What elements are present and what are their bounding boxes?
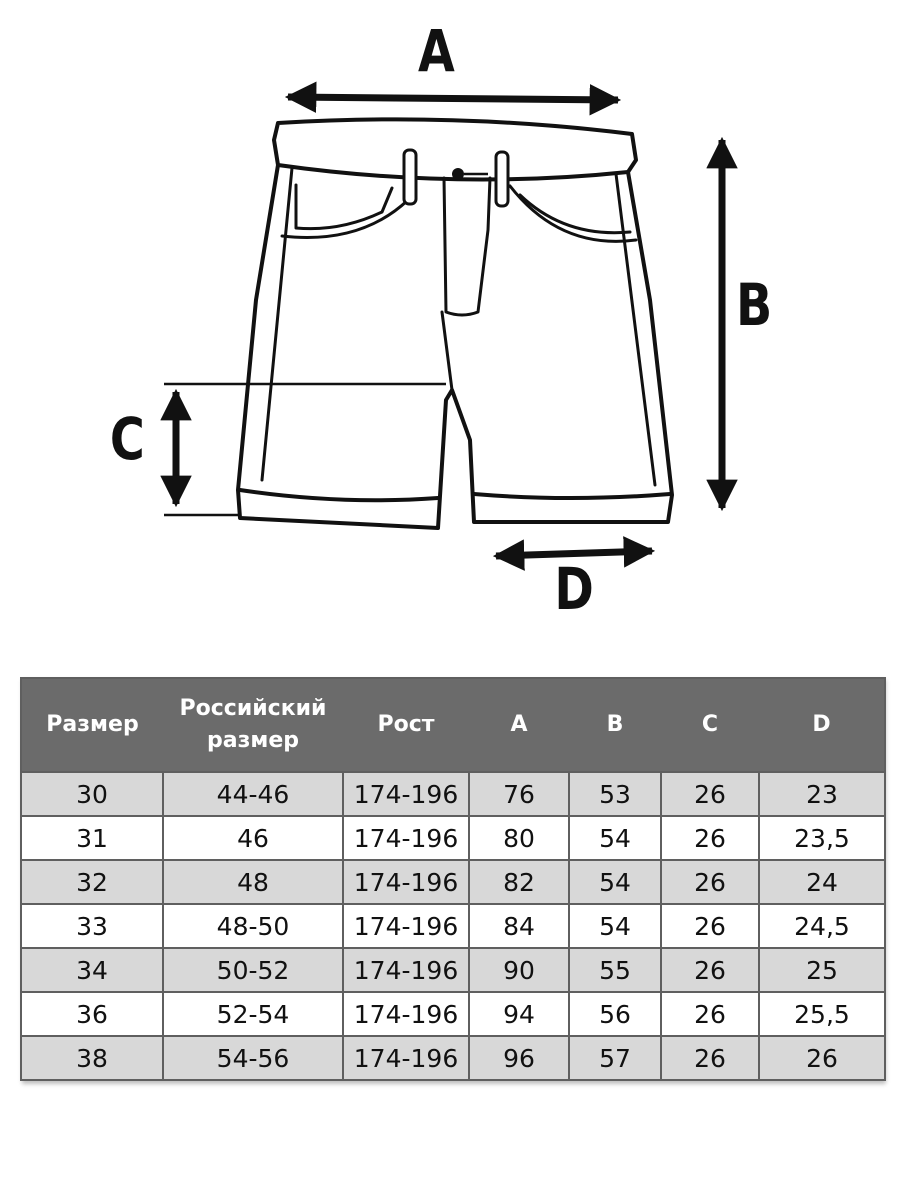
cell-d: 24 [758,859,886,905]
header-d: D [759,678,885,772]
cell-b: 54 [568,815,662,861]
dimension-label-a: A [418,17,455,85]
cell-a: 80 [468,815,570,861]
cell-c: 26 [660,1035,760,1081]
cell-russian-size: 46 [162,815,344,861]
cell-russian-size: 48-50 [162,903,344,949]
dimension-label-d: D [554,555,594,623]
cell-height: 174-196 [342,771,470,817]
cell-c: 26 [660,903,760,949]
cell-russian-size: 50-52 [162,947,344,993]
header-russian-size: Российский размер [163,678,343,772]
cell-size: 32 [20,859,164,905]
cell-a: 94 [468,991,570,1037]
cell-d: 26 [758,1035,886,1081]
size-table: Размер Российский размер Рост A B C D 30… [20,677,886,1081]
cell-d: 23,5 [758,815,886,861]
cell-size: 31 [20,815,164,861]
cell-b: 54 [568,903,662,949]
shorts-measurement-diagram: A B C D [109,17,773,623]
cell-height: 174-196 [342,903,470,949]
header-russian-size-label: Российский размер [179,696,327,753]
cell-size: 33 [20,903,164,949]
cell-d: 25,5 [758,991,886,1037]
table-row: 30 44-46 174-196 76 53 26 23 [20,771,886,817]
cell-size: 30 [20,771,164,817]
table-header-row: Размер Российский размер Рост A B C D [21,678,885,772]
cell-b: 53 [568,771,662,817]
table-row: 33 48-50 174-196 84 54 26 24,5 [20,903,886,949]
cell-c: 26 [660,947,760,993]
cell-height: 174-196 [342,991,470,1037]
cell-height: 174-196 [342,859,470,905]
table-row: 34 50-52 174-196 90 55 26 25 [20,947,886,993]
cell-russian-size: 44-46 [162,771,344,817]
cell-d: 23 [758,771,886,817]
cell-height: 174-196 [342,947,470,993]
cell-russian-size: 54-56 [162,1035,344,1081]
header-size: Размер [21,678,163,772]
cell-a: 84 [468,903,570,949]
header-c: C [661,678,759,772]
cell-c: 26 [660,859,760,905]
dimension-label-b: B [735,271,773,339]
cell-b: 56 [568,991,662,1037]
cell-a: 96 [468,1035,570,1081]
cell-c: 26 [660,991,760,1037]
shorts-outline-illustration [160,81,738,571]
cell-a: 82 [468,859,570,905]
cell-height: 174-196 [342,815,470,861]
table-row: 36 52-54 174-196 94 56 26 25,5 [20,991,886,1037]
cell-b: 57 [568,1035,662,1081]
cell-size: 36 [20,991,164,1037]
header-b: B [569,678,661,772]
cell-size: 38 [20,1035,164,1081]
cell-d: 24,5 [758,903,886,949]
cell-russian-size: 52-54 [162,991,344,1037]
cell-height: 174-196 [342,1035,470,1081]
cell-c: 26 [660,771,760,817]
cell-c: 26 [660,815,760,861]
cell-d: 25 [758,947,886,993]
cell-size: 34 [20,947,164,993]
cell-b: 55 [568,947,662,993]
table-row: 31 46 174-196 80 54 26 23,5 [20,815,886,861]
cell-a: 76 [468,771,570,817]
size-chart: Размер Российский размер Рост A B C D 30… [20,677,886,1081]
header-height: Рост [343,678,469,772]
cell-russian-size: 48 [162,859,344,905]
dimension-label-c: C [109,405,145,473]
cell-b: 54 [568,859,662,905]
cell-a: 90 [468,947,570,993]
table-row: 38 54-56 174-196 96 57 26 26 [20,1035,886,1081]
header-a: A [469,678,569,772]
table-row: 32 48 174-196 82 54 26 24 [20,859,886,905]
